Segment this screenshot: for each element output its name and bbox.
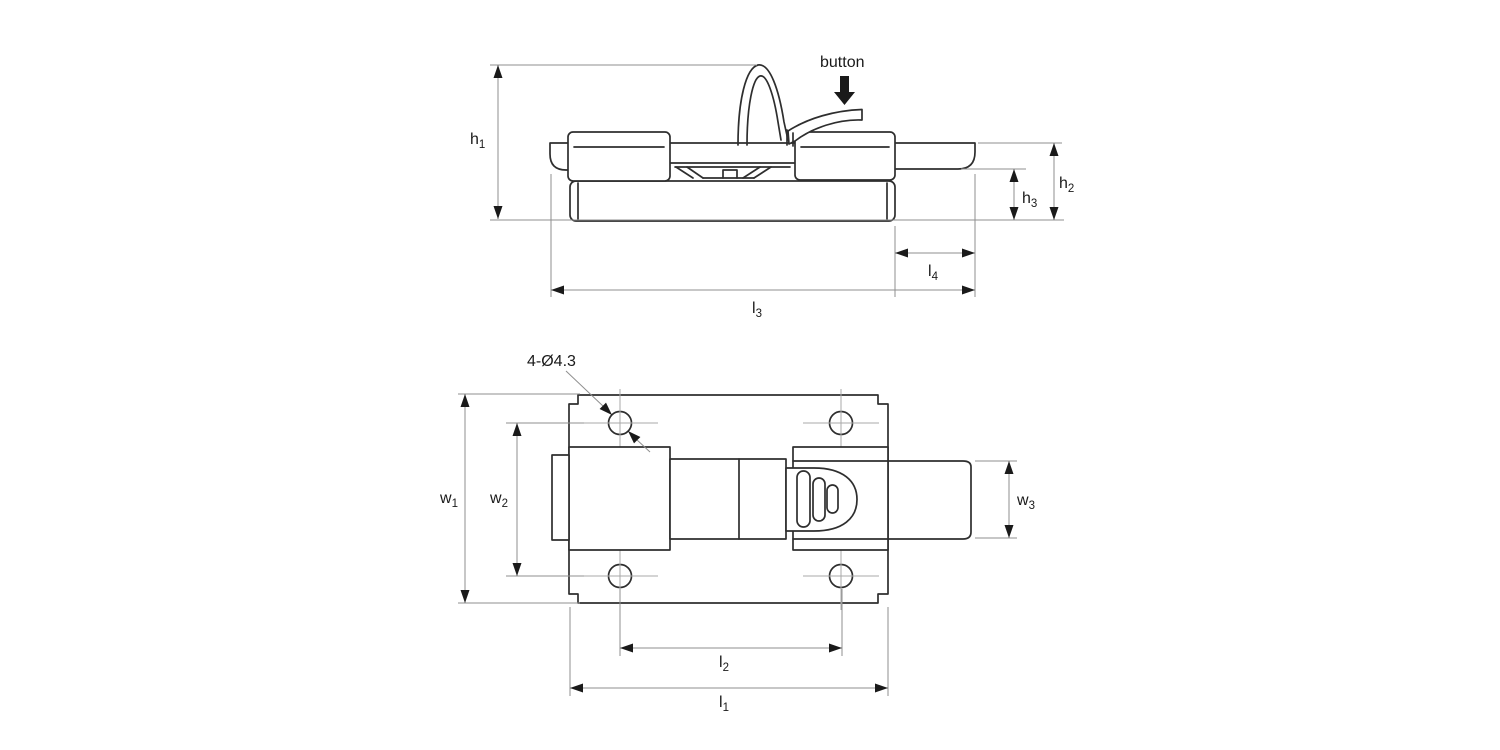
dim-l1: l1 xyxy=(570,683,888,714)
dim-label-l2: l2 xyxy=(719,654,729,674)
plan-view-dimensions: w1 w2 w3 l2 l1 xyxy=(439,393,1035,714)
dim-label-h2: h2 xyxy=(1059,175,1074,195)
grip-slot-1 xyxy=(796,470,811,528)
left-guide-block xyxy=(567,131,671,182)
dim-l3: l3 xyxy=(551,285,975,320)
keeper-block-plan xyxy=(568,446,671,551)
grip-slot-2 xyxy=(812,477,826,522)
dim-h1: h1 xyxy=(470,65,503,219)
side-view-dimensions: h1 h2 h3 l4 l3 xyxy=(470,64,1074,320)
button-annotation: button xyxy=(820,54,864,105)
button-lever xyxy=(786,108,863,147)
dim-h2: h2 xyxy=(1049,143,1074,220)
grip-slot-3 xyxy=(826,484,839,514)
dim-w2: w2 xyxy=(489,423,522,576)
dim-label-h1: h1 xyxy=(470,131,485,151)
spring-loop xyxy=(737,64,789,146)
dim-l4: l4 xyxy=(895,248,975,283)
dim-label-l1: l1 xyxy=(719,694,729,714)
hole-callout: 4-Ø4.3 xyxy=(527,353,651,453)
thumb-slide-grip-slots xyxy=(796,470,839,528)
dim-label-h3: h3 xyxy=(1022,190,1037,210)
dim-label-l4: l4 xyxy=(928,263,939,283)
thumb-slide xyxy=(785,467,858,532)
dim-w3: w3 xyxy=(1004,461,1035,538)
bolt-bar-plan xyxy=(669,458,787,540)
button-pointer-arrow xyxy=(834,76,855,105)
baseplate-side xyxy=(569,180,896,222)
slide-channel xyxy=(674,166,791,179)
dim-label-w2: w2 xyxy=(489,490,508,510)
side-view xyxy=(549,64,976,222)
bolt-right-plan xyxy=(887,460,972,540)
hole-callout-label: 4-Ø4.3 xyxy=(527,353,576,370)
dim-label-w3: w3 xyxy=(1016,492,1035,512)
bolt-left-tab xyxy=(551,454,570,541)
slide-stem xyxy=(722,169,738,179)
dim-label-l3: l3 xyxy=(752,300,762,320)
button-label: button xyxy=(820,54,864,71)
dim-w1: w1 xyxy=(439,394,470,603)
dim-l2: l2 xyxy=(620,643,842,674)
right-guide-block xyxy=(794,131,896,181)
plan-view xyxy=(551,389,972,610)
dim-h3: h3 xyxy=(1009,169,1037,220)
dim-label-w1: w1 xyxy=(439,490,458,510)
